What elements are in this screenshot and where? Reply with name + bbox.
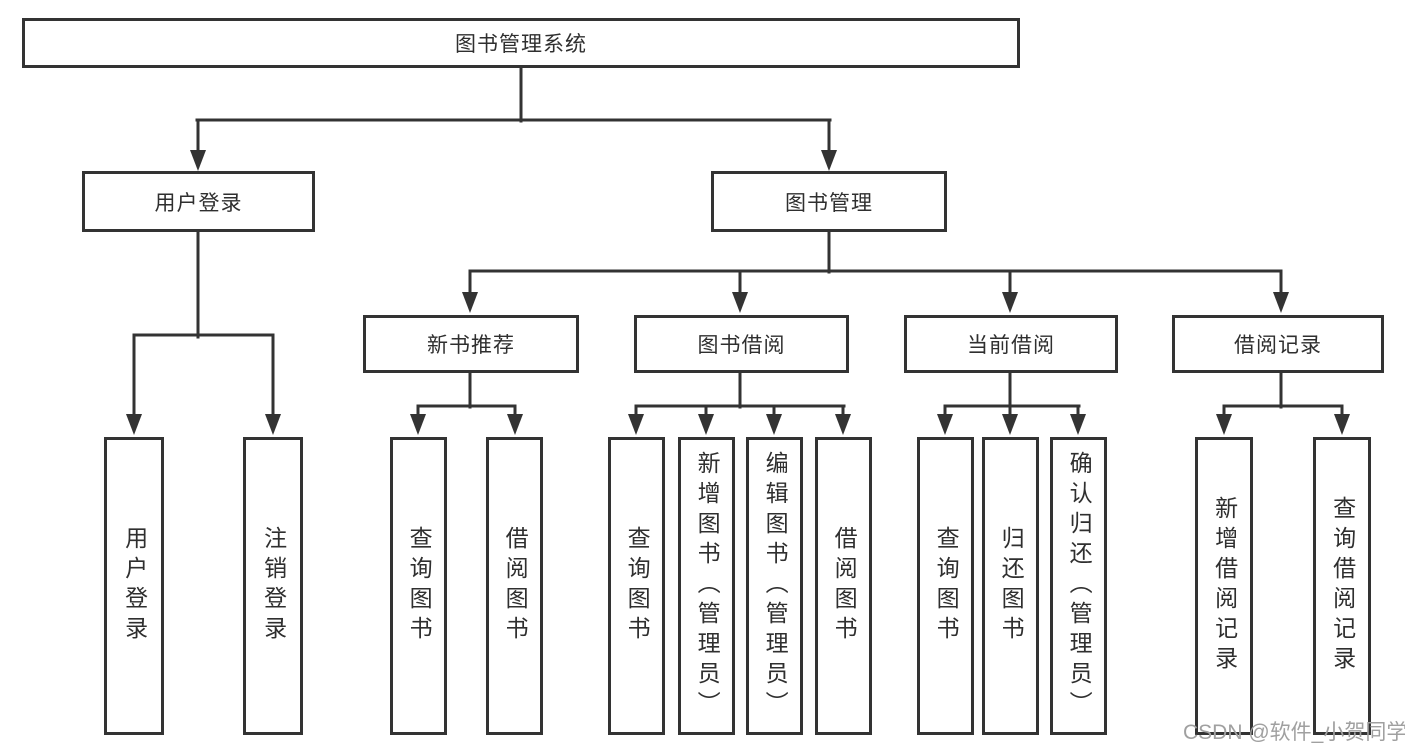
csdn-watermark: CSDN @软件_小贺同学 [1183,721,1405,744]
leaf-query-books-recommend: 查询图书 [390,437,447,735]
leaf-logout: 注销登录 [243,437,303,735]
node-current-borrowing: 当前借阅 [904,315,1118,373]
leaf-borrow-books-recommend: 借阅图书 [486,437,543,735]
node-new-book-recommendation: 新书推荐 [363,315,579,373]
leaf-query-borrow-record: 查询借阅记录 [1313,437,1371,735]
leaf-confirm-return-admin: 确认归还（管理员） [1050,437,1107,735]
node-library-management-system: 图书管理系统 [22,18,1020,68]
node-book-borrowing: 图书借阅 [634,315,849,373]
node-book-management: 图书管理 [711,171,947,232]
leaf-user-login: 用户登录 [104,437,164,735]
leaf-query-books-current: 查询图书 [917,437,974,735]
leaf-edit-books-admin: 编辑图书（管理员） [746,437,803,735]
leaf-add-books-admin: 新增图书（管理员） [678,437,735,735]
leaf-borrow-books-borrowing: 借阅图书 [815,437,872,735]
leaf-query-books-borrowing: 查询图书 [608,437,665,735]
node-user-login: 用户登录 [82,171,315,232]
leaf-add-borrow-record: 新增借阅记录 [1195,437,1253,735]
leaf-return-books: 归还图书 [982,437,1039,735]
node-borrowing-records: 借阅记录 [1172,315,1384,373]
